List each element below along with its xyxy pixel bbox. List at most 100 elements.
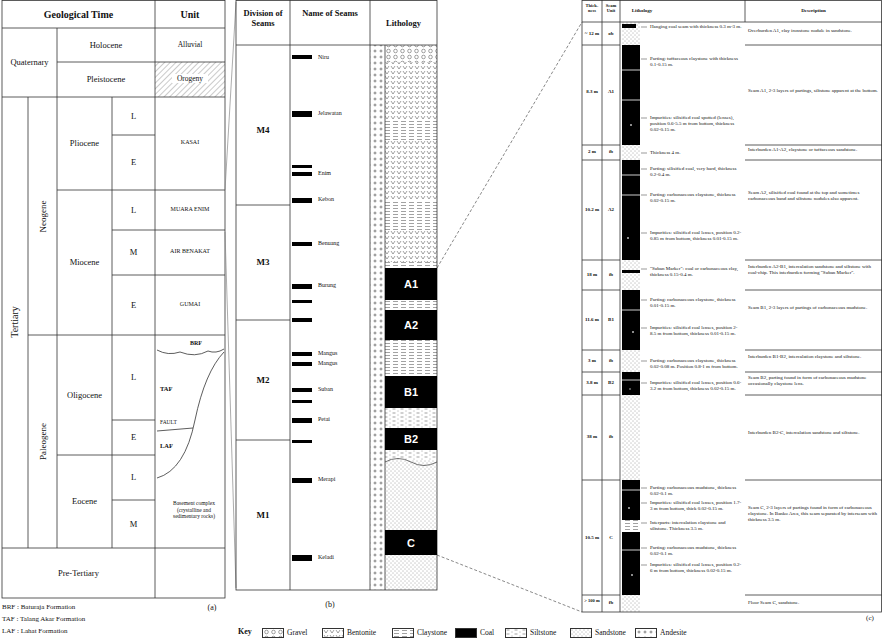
label-text: Mangus bbox=[318, 350, 368, 357]
label-text: Orogeny bbox=[172, 74, 208, 83]
legend-text: Coal bbox=[480, 628, 494, 637]
seam-label: B2 bbox=[404, 433, 418, 445]
label-text: Pre-Tertiary bbox=[2, 568, 155, 578]
label-text: M1 bbox=[236, 510, 290, 521]
legend-swatch bbox=[570, 628, 592, 638]
label-text: AIR BENAKAT bbox=[155, 248, 225, 255]
seam-label: C bbox=[407, 537, 415, 549]
label-text: Thick-ness bbox=[582, 3, 602, 14]
label-text: B2 bbox=[602, 380, 620, 386]
legend-text: Siltstone bbox=[530, 628, 556, 637]
label-text: Keladi bbox=[318, 554, 368, 561]
label-text: Key bbox=[238, 627, 260, 637]
label-text: LAF bbox=[160, 442, 190, 450]
label-text: Interburden B1-B2, intercalation claysto… bbox=[748, 354, 878, 360]
label-text: Seam A1, 2-3 layers of partings, siltsto… bbox=[748, 88, 878, 94]
legend-text: Andesite bbox=[660, 628, 687, 637]
label-text: Pliocene bbox=[57, 138, 112, 148]
label-text: "Suban Marker": coal or carbonaceous cla… bbox=[650, 266, 742, 278]
label-text: Parting: tuffaceous claystone with thick… bbox=[650, 56, 742, 68]
label-text: Seam B1, 2-3 layers of partings of carbo… bbox=[748, 305, 878, 311]
label-text: Parting: carbonaceous claystone, thickne… bbox=[650, 297, 742, 309]
label-text: Description bbox=[745, 8, 882, 14]
label-text: Basement complex (crystalline and sedime… bbox=[165, 500, 223, 520]
label-text: TAF bbox=[160, 385, 190, 393]
label-text: KASAI bbox=[155, 139, 225, 146]
label-text: Thickness 4 m. bbox=[650, 150, 742, 156]
label-text: M bbox=[112, 247, 155, 257]
label-text: Parting: silisified coal, very hard, thi… bbox=[650, 166, 742, 178]
coal-seam-box: B2 bbox=[385, 428, 437, 450]
label-text: Interburden A2-B1, intercalation sandsto… bbox=[748, 264, 878, 276]
label-text: Kebon bbox=[318, 196, 368, 203]
label-text: Suban bbox=[318, 386, 368, 393]
label-text: LAF : Lahat Formation bbox=[2, 627, 202, 635]
label-text: 10.5 m bbox=[582, 535, 602, 541]
legend-text: Gravel bbox=[287, 628, 307, 637]
label-text: > 100 m bbox=[582, 598, 602, 603]
label-text: Merapi bbox=[318, 476, 368, 483]
label-text: ib bbox=[602, 149, 620, 155]
coal-seam-box: C bbox=[385, 530, 437, 555]
label-text: B1 bbox=[602, 317, 620, 323]
label-text: (a) bbox=[200, 603, 224, 613]
label-text: Enim bbox=[318, 170, 368, 177]
label-text: Burung bbox=[318, 282, 368, 289]
label-text: E bbox=[112, 157, 155, 167]
label-text: Interparts: intercalation claystone and … bbox=[650, 520, 742, 532]
legend-text: Claystone bbox=[417, 628, 447, 637]
legend-text: Bentonite bbox=[347, 628, 376, 637]
label-text: L bbox=[112, 111, 155, 121]
label-text: Overburden A1, clay ironstone nodule in … bbox=[748, 28, 878, 34]
label-text: Floor Seam C, sandstone. bbox=[748, 600, 878, 606]
legend-text: Sandstone bbox=[595, 628, 626, 637]
label-text: Parting: carbonaceous mudstone, thicknes… bbox=[650, 545, 742, 557]
label-text: Tertiary bbox=[9, 262, 21, 382]
label-text: Miocene bbox=[57, 257, 112, 267]
label-text: 3 m bbox=[582, 358, 602, 364]
label-text: Impurities: silisified coal lenses, posi… bbox=[650, 230, 742, 242]
seam-label: B1 bbox=[404, 386, 418, 398]
label-text: L bbox=[112, 372, 155, 382]
coal-seam-box: A2 bbox=[385, 310, 437, 340]
label-text: Impurities: silisified coal lenses, posi… bbox=[650, 380, 742, 392]
seam-label: A1 bbox=[404, 278, 418, 290]
label-text: Lithology bbox=[622, 8, 662, 14]
label-text: Impurities: silisified coal lenses, posi… bbox=[650, 562, 742, 574]
label-text: Benuang bbox=[318, 240, 368, 247]
label-text: Niru bbox=[318, 54, 368, 61]
label-text: Holocene bbox=[57, 40, 155, 50]
label-text: 10.2 m bbox=[582, 207, 602, 213]
label-text: Seam A2, silisified coal found at the to… bbox=[748, 190, 878, 202]
coal-seam-box: B1 bbox=[385, 376, 437, 408]
label-text: Division of Seams bbox=[238, 8, 288, 28]
label-text: Hanging coal seam with thickness 0.3 m-3… bbox=[650, 24, 742, 30]
label-text: Impurities: silisified coal spotted (len… bbox=[650, 115, 742, 133]
label-text: Seam B2, parting found in form of carbon… bbox=[748, 375, 878, 387]
label-text: (c) bbox=[860, 614, 880, 622]
legend-swatch bbox=[635, 628, 657, 638]
label-text: Impurities: silisified coal lenses, posi… bbox=[650, 325, 742, 337]
label-text: ~ 12 m bbox=[582, 31, 602, 37]
label-text: fb bbox=[602, 600, 620, 606]
label-text: 18 m bbox=[582, 272, 602, 278]
label-text: Alluvial bbox=[155, 40, 225, 49]
label-text: TAF : Talang Akar Formation bbox=[2, 615, 202, 623]
label-text: Eocene bbox=[57, 496, 112, 506]
legend-swatch bbox=[262, 628, 284, 638]
label-text: Parting: carbonaceous claystone, thickne… bbox=[650, 192, 742, 204]
label-text: 3.8 m bbox=[582, 380, 602, 386]
coal-seam-box: A1 bbox=[385, 268, 437, 300]
label-text: Jelawatan bbox=[318, 110, 368, 117]
legend-swatch bbox=[455, 628, 477, 638]
label-text: ib bbox=[602, 358, 620, 364]
label-text: Geological Time bbox=[2, 9, 155, 21]
label-text: C bbox=[602, 535, 620, 541]
label-text: 38 m bbox=[582, 434, 602, 440]
label-text: Paleogene bbox=[37, 391, 48, 491]
label-text: Pleistocene bbox=[57, 74, 155, 84]
label-text: M3 bbox=[236, 257, 290, 268]
label-text: M2 bbox=[236, 375, 290, 386]
label-text: Impurities: silisified coal lenses, posi… bbox=[650, 500, 742, 512]
